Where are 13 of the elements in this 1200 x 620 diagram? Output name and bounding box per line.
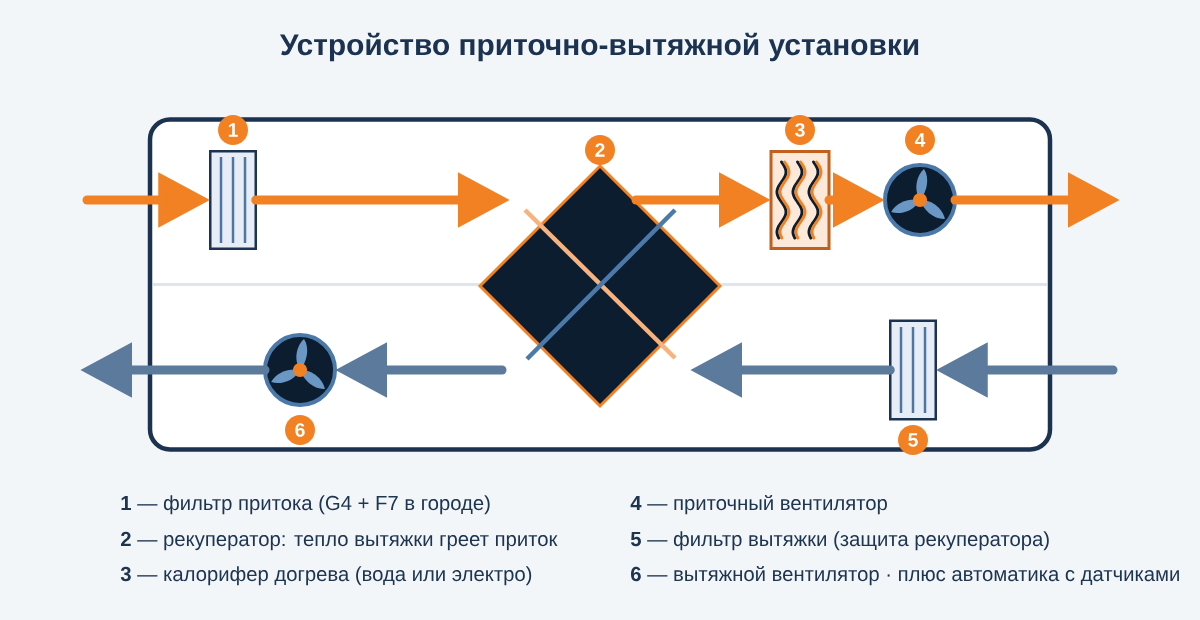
legend-text: 6 — вытяжной вентилятор · плюс автоматика с датчиками (631, 565, 1179, 586)
legend-text: 1 — фильтр притока (G4 + F7 в городе) (121, 495, 490, 515)
callout-number: 1 (218, 115, 248, 145)
callout-number: 2 (585, 135, 615, 165)
callout-number: 3 (785, 115, 815, 145)
callout-number: 4 (905, 125, 935, 155)
legend-text: 5 — фильтр вытяжки (защита рекуператора) (630, 531, 1049, 551)
callout-number: 5 (898, 425, 928, 455)
legend-text: 2 — рекуператор: тепло вытяжки греет приток (121, 531, 558, 551)
callout-number: 6 (285, 415, 315, 445)
legend-text: 4 — приточный вентилятор (630, 494, 887, 515)
legend-text: 3 — калорифер догрева (вода или электро) (120, 566, 532, 586)
title: Устройство приточно-вытяжной установки (279, 32, 919, 62)
